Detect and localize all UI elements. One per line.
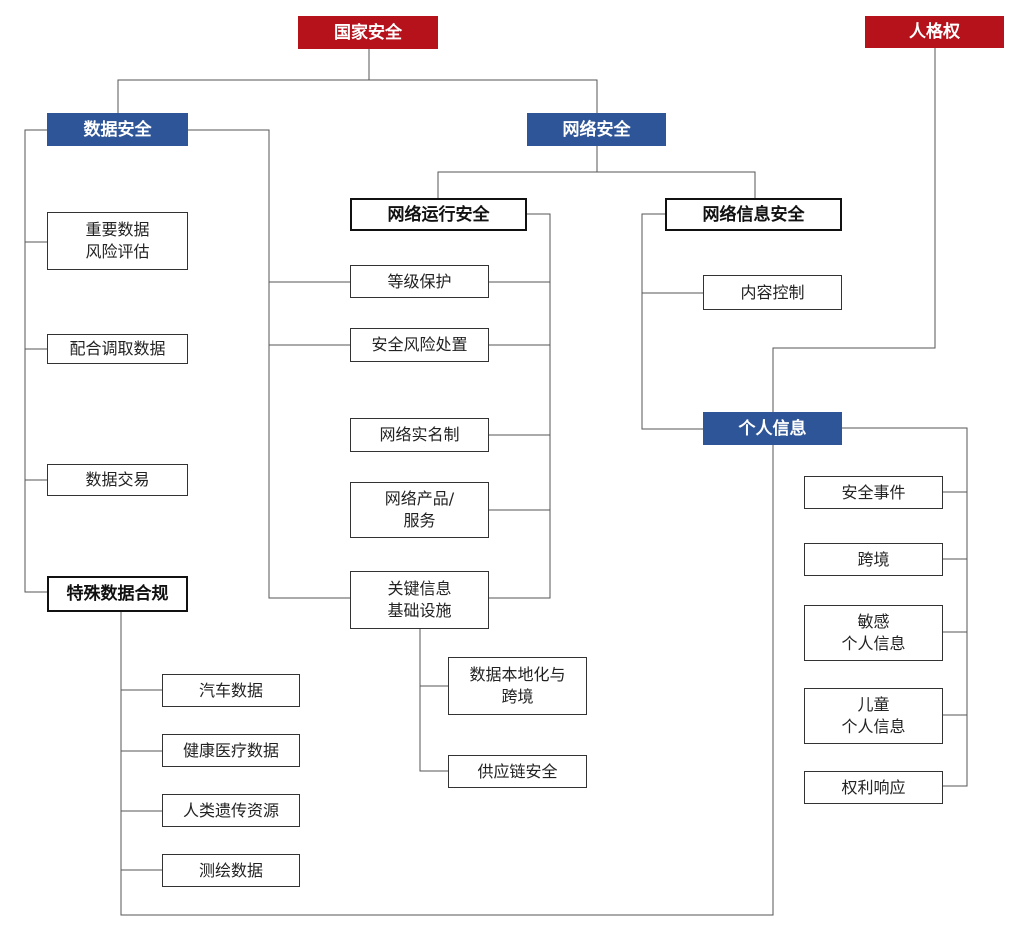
data-trading-node: 数据交易 (47, 464, 188, 496)
vehicle-data-node: 汽车数据 (162, 674, 300, 707)
network-security-node: 网络安全 (527, 113, 666, 146)
network-info-security-node: 网络信息安全 (665, 198, 842, 231)
cross-border-node: 跨境 (804, 543, 943, 576)
children-personal-info-node: 儿童 个人信息 (804, 688, 943, 744)
supply-chain-security-node: 供应链安全 (448, 755, 587, 788)
important-data-risk-assessment-node: 重要数据 风险评估 (47, 212, 188, 270)
security-risk-handling-node: 安全风险处置 (350, 328, 489, 362)
critical-info-infrastructure-node: 关键信息 基础设施 (350, 571, 489, 629)
data-security-node: 数据安全 (47, 113, 188, 146)
network-operation-security-node: 网络运行安全 (350, 198, 527, 231)
surveying-mapping-data-node: 测绘数据 (162, 854, 300, 887)
human-genetic-resources-node: 人类遗传资源 (162, 794, 300, 827)
national-security-node: 国家安全 (298, 16, 438, 49)
personal-information-node: 个人信息 (703, 412, 842, 445)
special-data-compliance-node: 特殊数据合规 (47, 576, 188, 612)
classified-protection-node: 等级保护 (350, 265, 489, 298)
network-real-name-node: 网络实名制 (350, 418, 489, 452)
security-incident-node: 安全事件 (804, 476, 943, 509)
sensitive-personal-info-node: 敏感 个人信息 (804, 605, 943, 661)
data-localization-cross-border-node: 数据本地化与 跨境 (448, 657, 587, 715)
personality-rights-node: 人格权 (865, 16, 1004, 48)
cooperate-data-retrieval-node: 配合调取数据 (47, 334, 188, 364)
content-control-node: 内容控制 (703, 275, 842, 310)
health-medical-data-node: 健康医疗数据 (162, 734, 300, 767)
rights-response-node: 权利响应 (804, 771, 943, 804)
network-products-services-node: 网络产品/ 服务 (350, 482, 489, 538)
